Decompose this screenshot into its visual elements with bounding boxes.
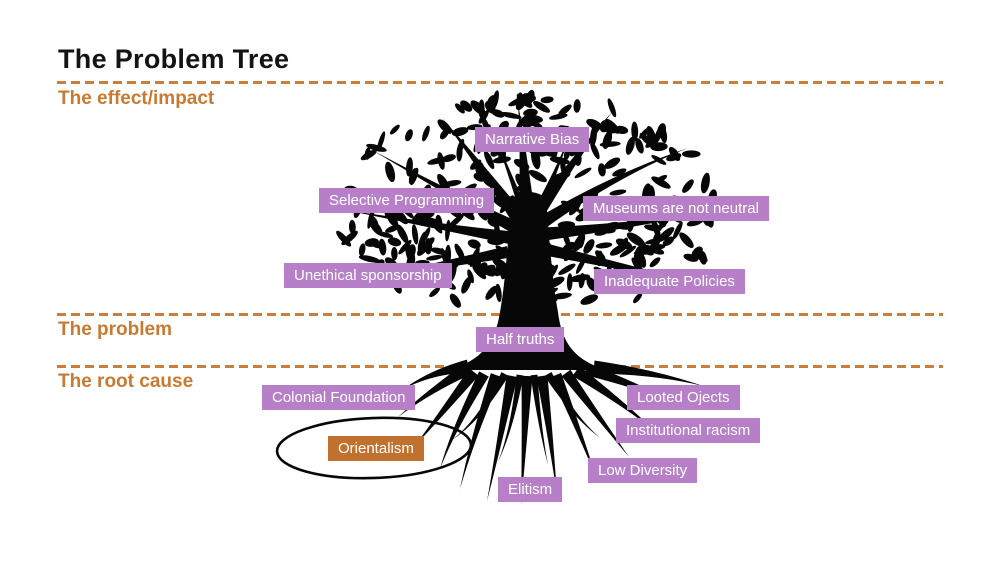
label-institutional-racism: Institutional racism (616, 418, 761, 443)
page-title: The Problem Tree (58, 44, 290, 74)
label-colonial-foundation: Colonial Foundation (262, 385, 416, 410)
label-orientalism-highlighted: Orientalism (328, 436, 424, 461)
divider-effect-impact (57, 81, 943, 84)
label-inadequate-policies: Inadequate Policies (594, 269, 745, 294)
label-museums-not-neutral: Museums are not neutral (583, 196, 769, 221)
label-narrative-bias: Narrative Bias (475, 127, 590, 152)
section-label-root-cause: The root cause (58, 371, 194, 392)
section-label-effect-impact: The effect/impact (58, 88, 215, 109)
label-elitism: Elitism (498, 477, 563, 502)
label-half-truths: Half truths (476, 327, 565, 352)
section-label-problem: The problem (58, 319, 173, 340)
label-unethical-sponsorship: Unethical sponsorship (284, 263, 452, 288)
label-selective-programming: Selective Programming (319, 188, 495, 213)
label-looted-ojects: Looted Ojects (627, 385, 740, 410)
label-low-diversity: Low Diversity (588, 458, 698, 483)
